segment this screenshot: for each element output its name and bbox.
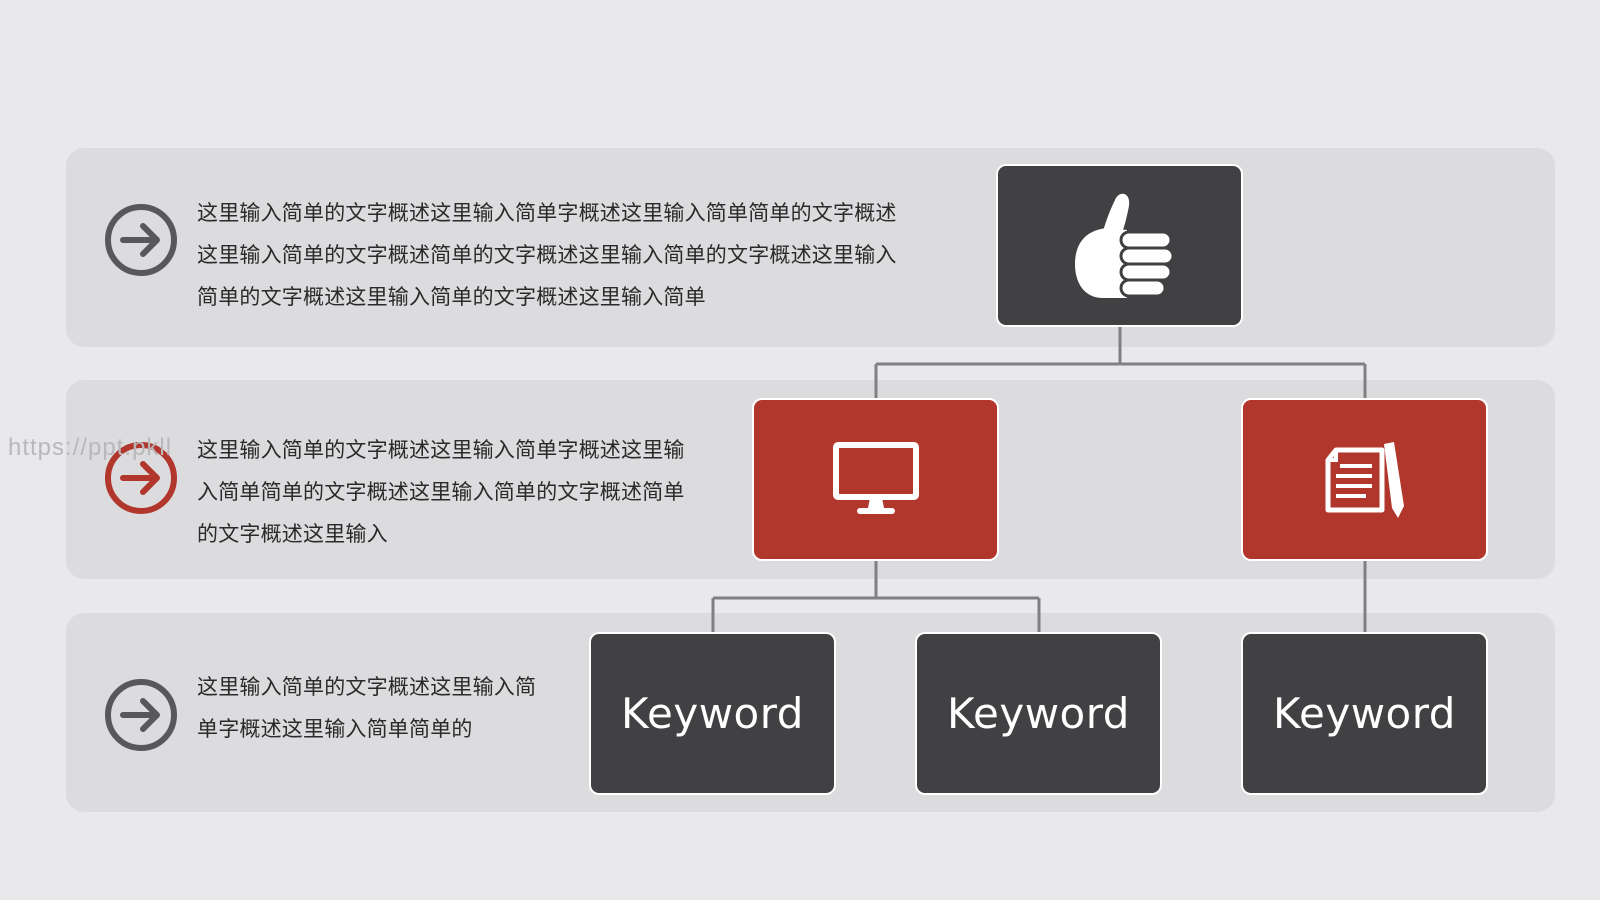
- keyword-box-1: Keyword: [589, 632, 836, 795]
- thumbs-up-icon: [1074, 193, 1174, 298]
- keyword-box-2: Keyword: [915, 632, 1162, 795]
- keyword-label: Keyword: [621, 689, 804, 738]
- arrow-right-circle-icon: [103, 677, 179, 753]
- keyword-box-3: Keyword: [1241, 632, 1488, 795]
- tree-root-node: [996, 164, 1243, 327]
- watermark-text: https://ppt.pkll: [8, 434, 173, 461]
- row-band-1: [66, 148, 1555, 347]
- tree-node-document: [1241, 398, 1488, 561]
- monitor-icon: [832, 441, 919, 514]
- keyword-label: Keyword: [947, 689, 1130, 738]
- row-2-description: 这里输入简单的文字概述这里输入简单字概述这里输入简单简单的文字概述这里输入简单的…: [197, 438, 685, 546]
- keyword-label: Keyword: [1273, 689, 1456, 738]
- arrow-right-circle-icon: [103, 202, 179, 278]
- tree-node-monitor: [752, 398, 999, 561]
- row-3-description: 这里输入简单的文字概述这里输入简单字概述这里输入简单简单的: [197, 675, 537, 741]
- document-pen-icon: [1325, 441, 1404, 518]
- row-1-description: 这里输入简单的文字概述这里输入简单字概述这里输入简单简单的文字概述这里输入简单的…: [197, 201, 897, 309]
- arrow-right-circle-icon: [103, 440, 179, 516]
